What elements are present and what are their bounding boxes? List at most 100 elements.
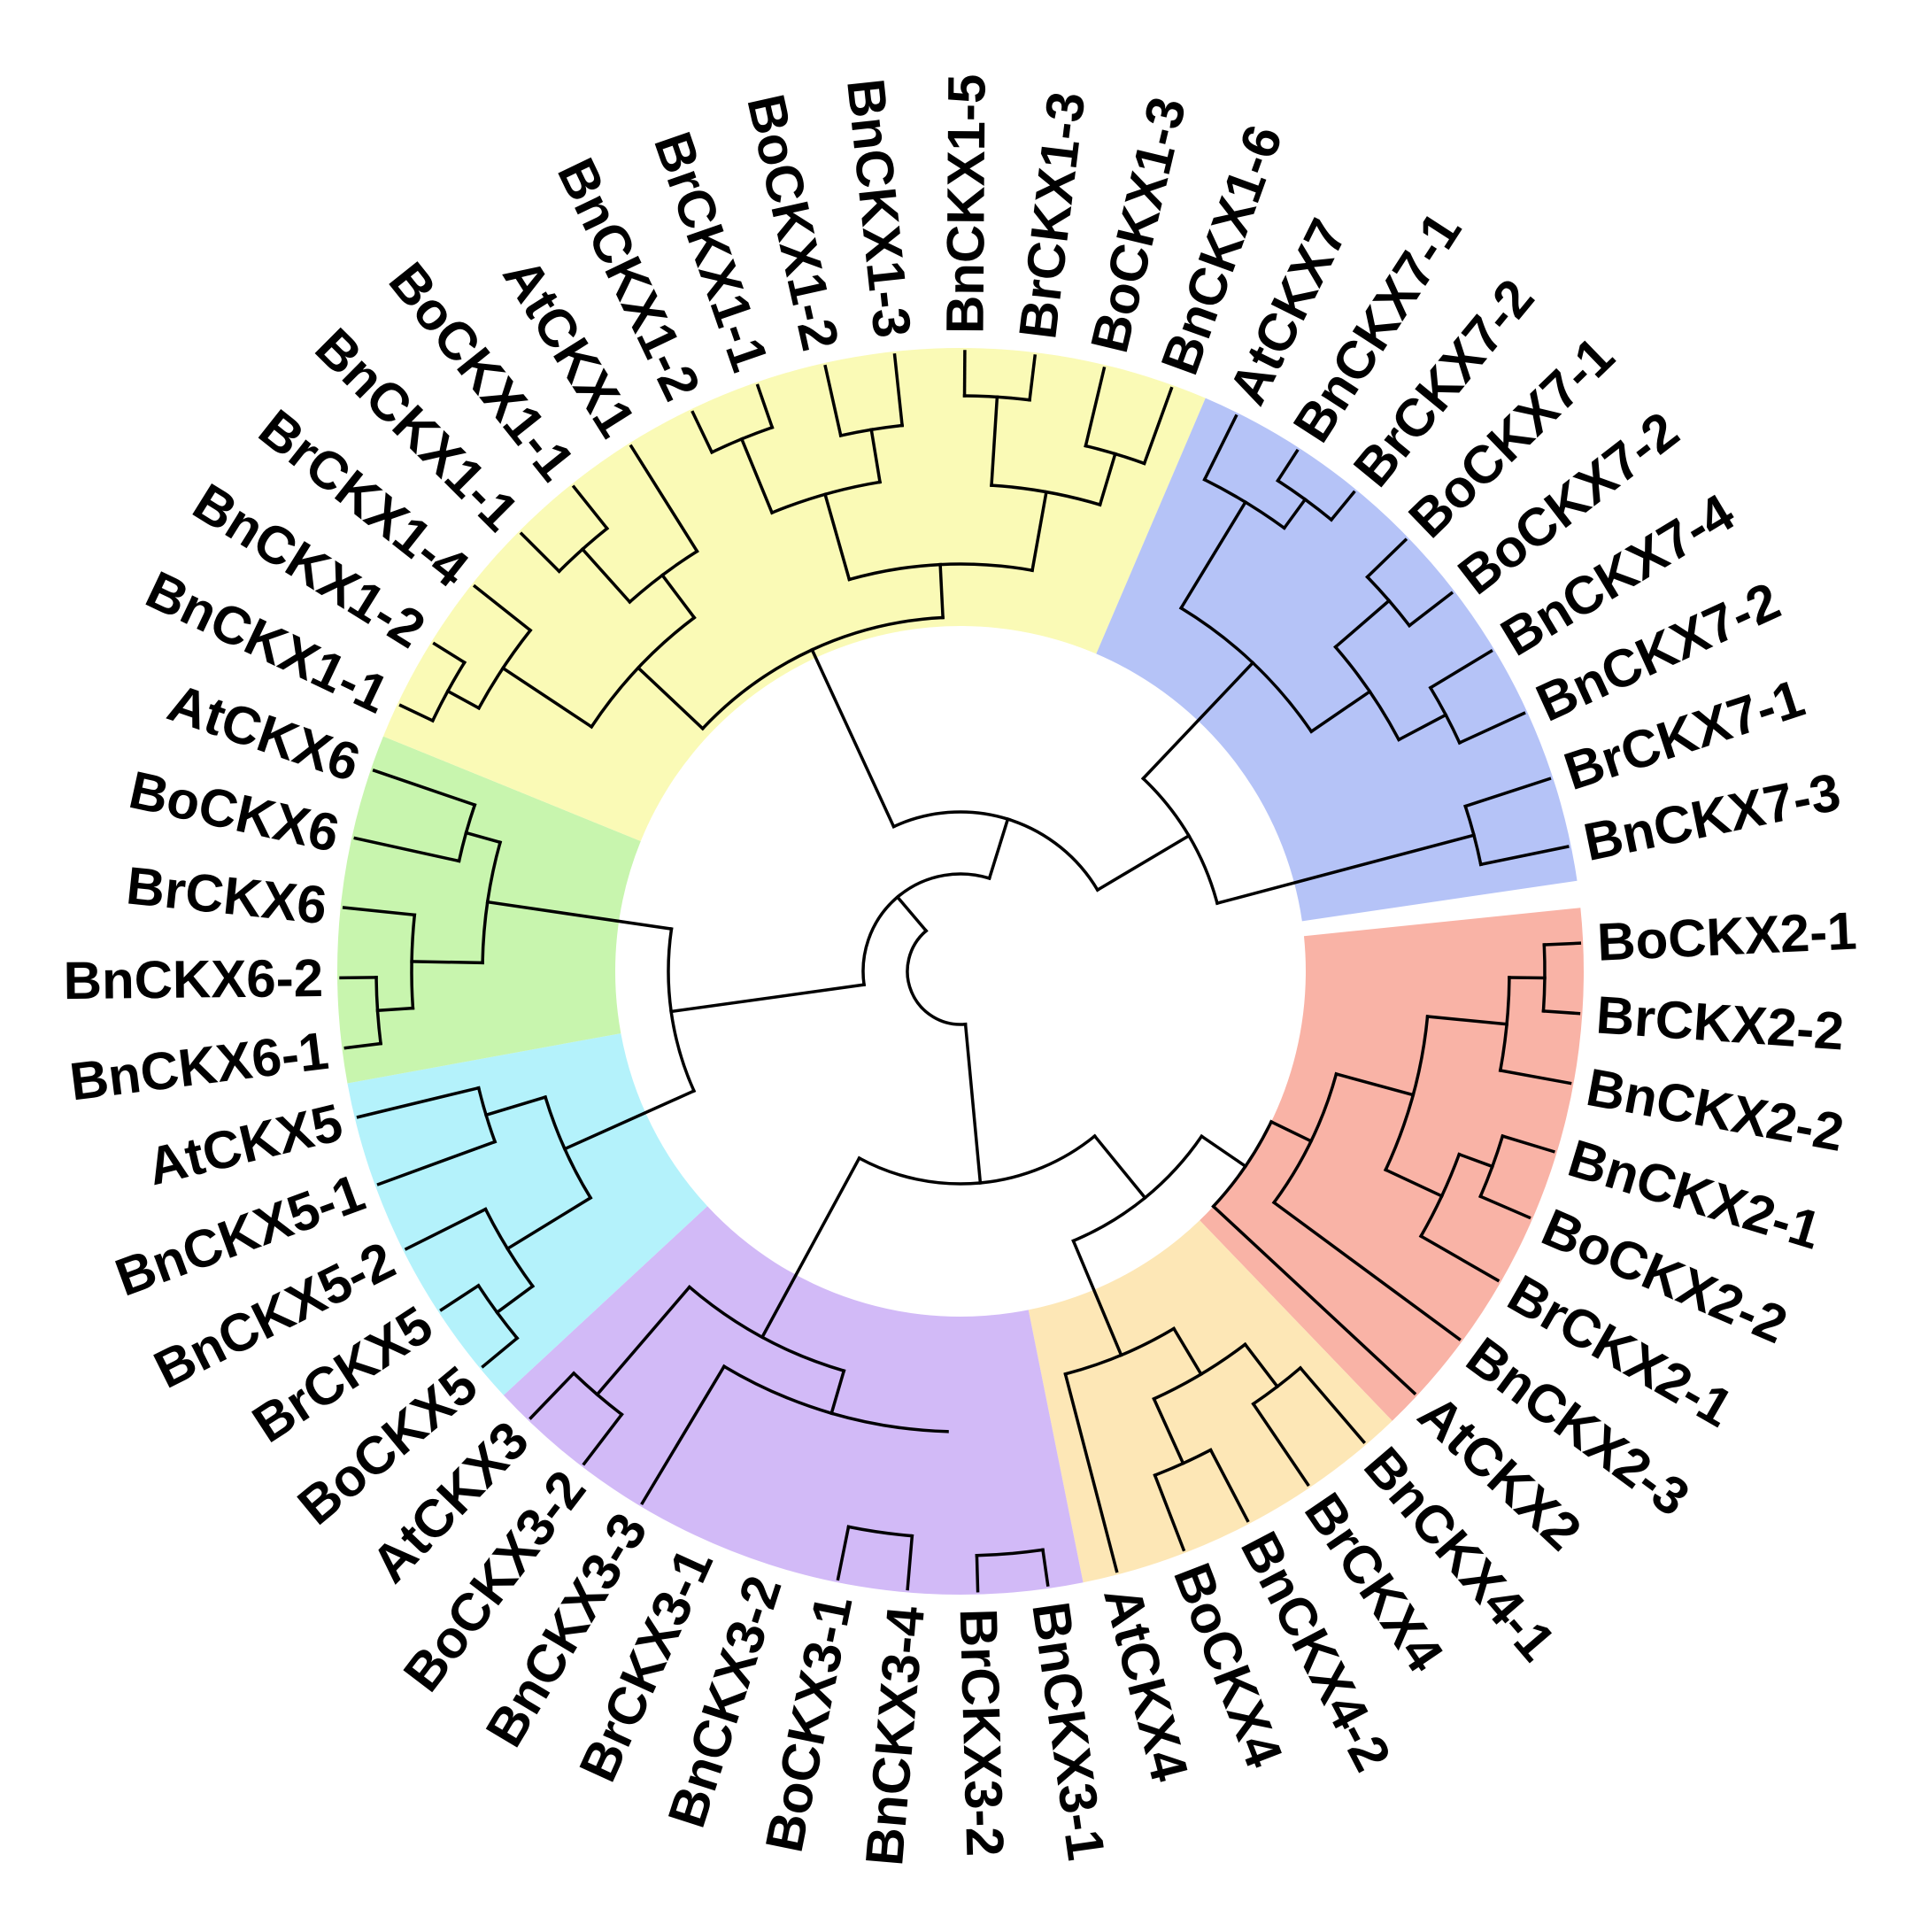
tree-branch [1178, 499, 1248, 611]
tree-branch [1282, 497, 1308, 530]
tree-branch [485, 900, 674, 931]
tree-branch [1418, 1233, 1501, 1283]
tree-branch [342, 906, 417, 917]
tree-branch [353, 836, 461, 863]
tree-branch [1541, 1009, 1581, 1016]
tree-branch [1478, 1194, 1531, 1220]
tree-branch [669, 983, 867, 1014]
tree-branch [892, 353, 905, 428]
clade-sector-ckx4 [1028, 1220, 1393, 1583]
leaf-label: BnCKX6-1 [66, 1021, 331, 1112]
tree-branch [938, 562, 945, 620]
tree-branch [895, 894, 929, 933]
tree-branch [739, 437, 775, 515]
tree-branch [1425, 1015, 1509, 1026]
tree-branch [1501, 1133, 1555, 1154]
tree-branch [990, 395, 999, 487]
tree-branch [1407, 591, 1454, 628]
tree-branch [1041, 1548, 1050, 1587]
leaf-label: BnCKX3-1 [1021, 1598, 1116, 1864]
tree-branch [1202, 413, 1238, 483]
tree-branch [571, 484, 610, 531]
tree-branch [1457, 711, 1526, 746]
tree-branch [356, 1086, 481, 1119]
tree-branch [1140, 661, 1255, 781]
tree-branch [1171, 1326, 1204, 1377]
tree-branch [822, 492, 852, 582]
tree-branch [376, 1140, 498, 1186]
leaf-label: BrCKX2-2 [1594, 985, 1846, 1062]
tree-branch-arc [846, 1525, 914, 1538]
tree-branch-arc [891, 810, 1100, 893]
tree-branch [1276, 448, 1300, 483]
tree-branch [472, 583, 533, 633]
leaf-label: BrCKX1-3 [1007, 89, 1096, 342]
tree-branch [1095, 833, 1192, 893]
leaf-label: BnCKX3-4 [854, 1604, 936, 1868]
tree-branch [755, 383, 775, 430]
tree-branch [1269, 1119, 1314, 1144]
tree-branch [660, 573, 697, 621]
tree-branch [375, 1006, 415, 1013]
tree-branch [582, 1412, 624, 1466]
tree-branch [1333, 598, 1392, 650]
tree-branch [1334, 1071, 1416, 1097]
tree-branch [629, 444, 699, 554]
tree-branch [963, 1022, 983, 1185]
tree-branch [869, 428, 883, 484]
leaf-label: BrCKX3-2 [949, 1608, 1015, 1858]
tree-branch [1092, 1133, 1147, 1201]
tree-branch [495, 1284, 536, 1315]
tree-branch-arc [906, 928, 968, 1026]
tree-branch [372, 769, 477, 808]
leaf-label: BnCKX6-2 [63, 948, 323, 1010]
tree-branch [1243, 1341, 1280, 1389]
tree-branch [1152, 1396, 1185, 1466]
tree-branch [1478, 845, 1570, 867]
tree-branch [1365, 537, 1408, 580]
tree-branch [1208, 1448, 1250, 1523]
tree-branch [1071, 1239, 1123, 1357]
tree-branch [343, 1041, 383, 1050]
tree-branch [760, 1155, 861, 1340]
tree-branch [1498, 1068, 1572, 1086]
leaf-label: BnCKX1-3 [836, 76, 922, 341]
tree-branch [483, 1094, 548, 1117]
tree-branch [636, 665, 706, 731]
tree-branch [1457, 1152, 1495, 1169]
leaf-label: BnCKX1-5 [936, 73, 997, 334]
tree-branch [1463, 777, 1552, 808]
tree-branch [439, 1283, 481, 1312]
tree-branch [519, 531, 562, 574]
clade-sectors [337, 347, 1584, 1595]
tree-branch [505, 1195, 593, 1251]
tree-branch [1215, 833, 1477, 906]
tree-branch [1211, 1204, 1417, 1395]
tree-branch [640, 1364, 727, 1506]
tree-branch [464, 831, 503, 845]
tree-branch [823, 364, 843, 438]
tree-branch [445, 689, 482, 711]
tree-branch [595, 1285, 692, 1397]
clade-sector-ckx7 [1096, 398, 1578, 922]
tree-branch [809, 647, 896, 829]
tree-branch [1271, 1200, 1462, 1341]
tree-branch [1030, 490, 1048, 573]
leaf-labels: BoCKX2-1BrCKX2-2BnCKX2-2BnCKX2-1BoCKX2-2… [63, 73, 1858, 1867]
tree-branch [1142, 386, 1174, 466]
leaf-label: BrCKX6 [124, 855, 329, 935]
tree-branch [987, 816, 1010, 881]
tree-branch [1084, 366, 1107, 448]
tree-branch [398, 703, 436, 723]
leaf-label: BoCKX2-1 [1596, 901, 1858, 972]
clade-sector-ckx1 [382, 347, 1206, 841]
clade-sector-ckx2 [1200, 908, 1584, 1421]
tree-branch [1383, 1167, 1444, 1199]
tree-branch [432, 641, 467, 665]
tree-branch [1199, 1133, 1248, 1169]
tree-branch [1308, 689, 1372, 734]
tree-branch-arc [975, 1548, 1045, 1557]
tree-branch [1098, 452, 1117, 507]
tree-branch [562, 1088, 697, 1151]
tree-branch [1428, 649, 1493, 691]
